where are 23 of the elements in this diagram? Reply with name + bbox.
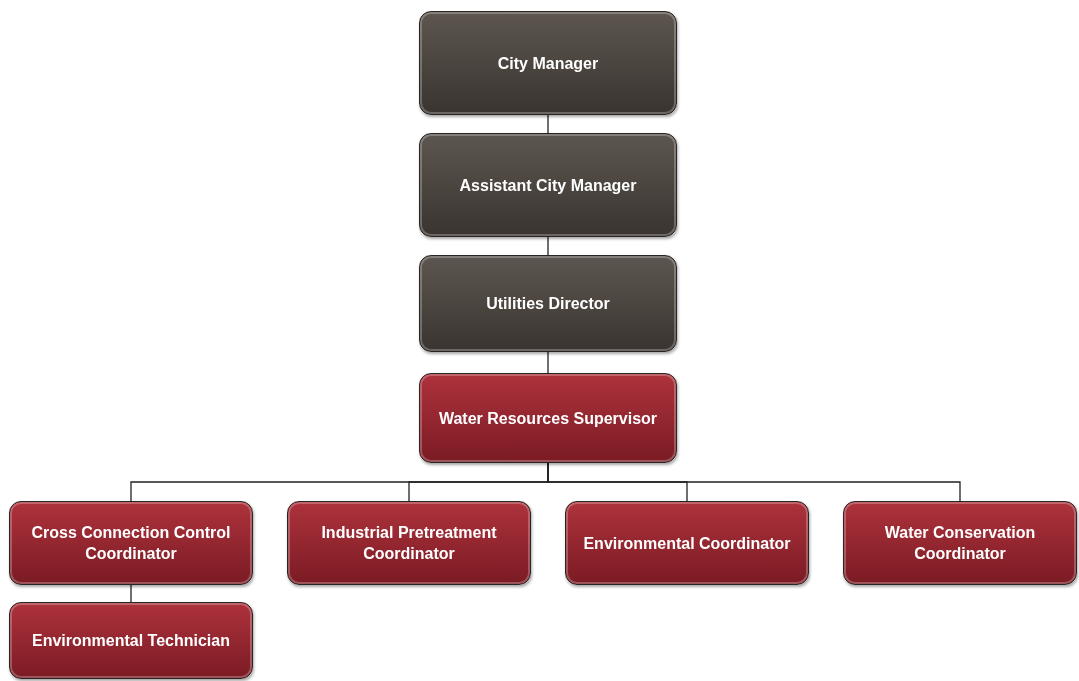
role-title: City Manager: [497, 53, 599, 74]
role-title: Assistant City Manager: [459, 175, 637, 196]
role-title: Industrial Pretreatment Coordinator: [320, 523, 498, 564]
connector-line: [130, 584, 132, 603]
role-title: Water Conservation Coordinator: [883, 523, 1037, 564]
role-title: Water Resources Supervisor: [438, 408, 658, 429]
role-box: [419, 133, 677, 237]
role-box: [9, 602, 253, 679]
role-box: [565, 501, 809, 585]
role-box: [419, 255, 677, 352]
role-box: [843, 501, 1077, 585]
connector-line: [547, 236, 549, 256]
role-title: Environmental Coordinator: [583, 533, 791, 554]
role-title: Cross Connection Control Coordinator: [30, 523, 232, 564]
role-box: [9, 501, 253, 585]
role-box: [287, 501, 531, 585]
role-box: [419, 11, 677, 115]
role-title: Environmental Technician: [32, 631, 230, 651]
role-title: Utilities Director: [486, 294, 610, 314]
connector-line: [547, 351, 549, 374]
connector-line: [547, 462, 961, 502]
connector-line: [547, 114, 549, 134]
role-box: [419, 373, 677, 463]
